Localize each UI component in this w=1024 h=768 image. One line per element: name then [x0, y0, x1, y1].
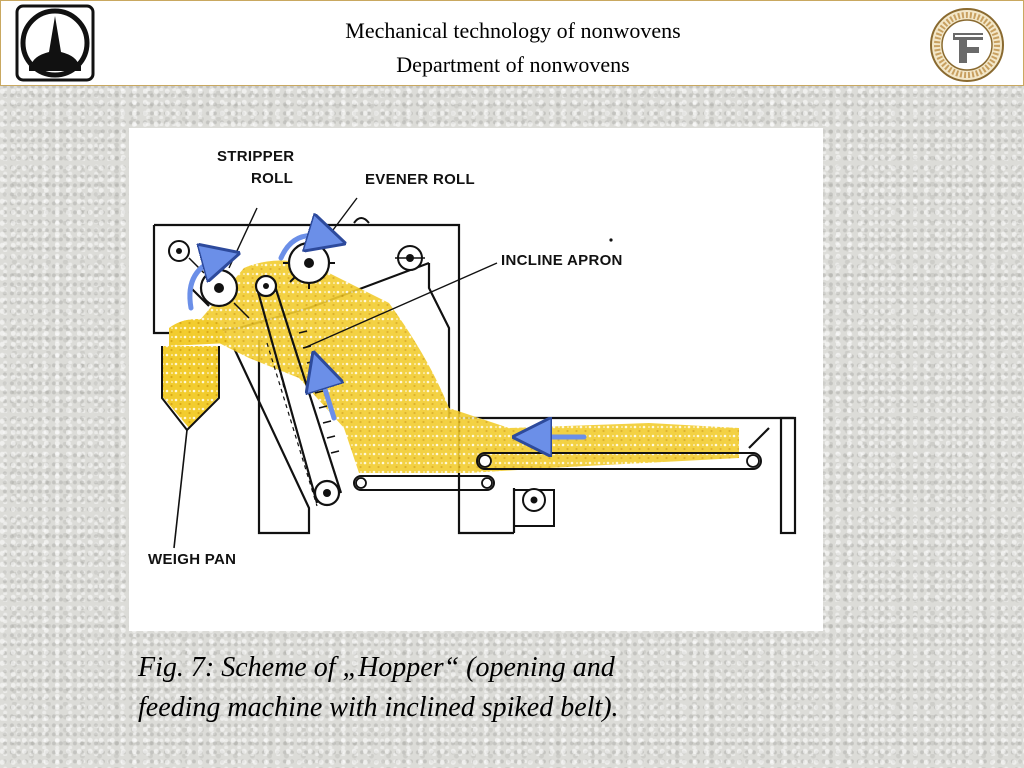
header-title-line2: Department of nonwovens — [396, 52, 630, 77]
evener-roll-rotation-arrow — [278, 236, 327, 261]
fiber-mass — [162, 260, 739, 473]
caption-line1: Fig. 7: Scheme of „Hopper“ (opening and — [138, 652, 615, 683]
label-evener-roll: EVENER ROLL — [365, 171, 475, 188]
hopper-frame-left — [152, 225, 191, 335]
flow-arrows — [187, 236, 587, 438]
label-weigh-pan: WEIGH PAN — [148, 551, 237, 568]
label-stripper-roll-line1: STRIPPER — [217, 148, 295, 165]
lower-conveyor — [353, 475, 495, 491]
university-logo-left — [15, 4, 95, 82]
figure-caption: Fig. 7: Scheme of „Hopper“ (opening and … — [138, 648, 778, 728]
hopper-right-post — [779, 416, 797, 535]
leader-stripper-roll — [228, 207, 258, 269]
stripper-roll-rotation-arrow — [187, 258, 221, 311]
leader-incline-apron — [303, 262, 498, 349]
top-left-roll — [168, 240, 190, 262]
drive-roll — [513, 488, 555, 527]
slide-header: Mechanical technology of nonwovens Depar… — [0, 0, 1024, 86]
label-stripper-roll-line2: ROLL — [251, 170, 294, 187]
hopper-scheme-drawing — [152, 197, 797, 549]
top-right-roll — [395, 245, 425, 271]
apron-upward-arrow — [319, 370, 334, 421]
faculty-seal-logo — [930, 8, 1004, 82]
caption-line2: feeding machine with inclined spiked bel… — [138, 692, 619, 723]
label-incline-apron: INCLINE APRON — [501, 252, 623, 269]
hopper-diagram: STRIPPER ROLL EVENER ROLL INCLINE APRON … — [129, 128, 823, 631]
header-title-line1: Mechanical technology of nonwovens — [345, 18, 681, 43]
feed-conveyor — [476, 452, 762, 470]
